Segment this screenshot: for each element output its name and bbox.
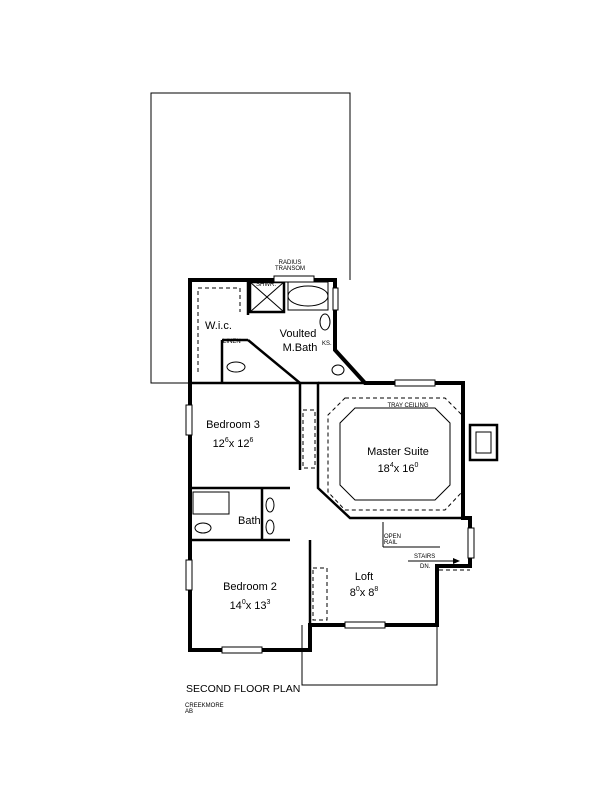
shower-label: SHWR. — [256, 282, 276, 288]
bedroom3-label: Bedroom 3 — [206, 419, 260, 431]
windows — [185, 275, 475, 654]
tray-ceiling-label: TRAY CEILING — [387, 403, 428, 409]
fireplace-hearth — [475, 431, 492, 454]
hall-sink-2 — [265, 519, 275, 535]
exterior-wall — [188, 278, 472, 652]
wic-shelving — [197, 287, 241, 372]
toilet — [226, 361, 246, 373]
wic-label: W.i.c. — [205, 320, 232, 332]
stairs-label: STAIRS — [414, 554, 435, 560]
hall-sink — [265, 497, 275, 513]
fireplace — [468, 423, 499, 462]
lower-roof-outline — [150, 92, 351, 384]
closet-bedroom3 — [302, 409, 316, 469]
sink — [319, 313, 331, 331]
master-suite-label: Master Suite — [367, 446, 429, 458]
bedroom3-dimensions: 126x 126 — [213, 437, 254, 450]
bedroom2-label: Bedroom 2 — [223, 581, 277, 593]
hall-toilet — [194, 522, 212, 534]
loft-label: Loft — [355, 571, 373, 583]
bedroom2-dimensions: 140x 133 — [230, 599, 271, 612]
linen-label: LINEN — [223, 339, 241, 345]
porch-outline — [301, 625, 438, 686]
shower — [248, 280, 286, 314]
sink-2 — [331, 364, 345, 376]
plan-title: SECOND FLOOR PLAN — [186, 683, 300, 695]
ks-label: KS. — [322, 341, 332, 347]
arrow-head-icon — [453, 558, 460, 564]
closet-bedroom2 — [312, 567, 328, 621]
tub — [287, 285, 329, 307]
loft-dimensions: 80x 88 — [350, 586, 379, 599]
master-suite-dimensions: 184x 160 — [378, 462, 419, 475]
hall-tub — [192, 491, 230, 515]
tray-ceiling — [327, 397, 463, 511]
interior-walls — [190, 280, 463, 625]
bath-label: Bath — [238, 515, 261, 527]
dn-label: DN. — [420, 564, 431, 570]
